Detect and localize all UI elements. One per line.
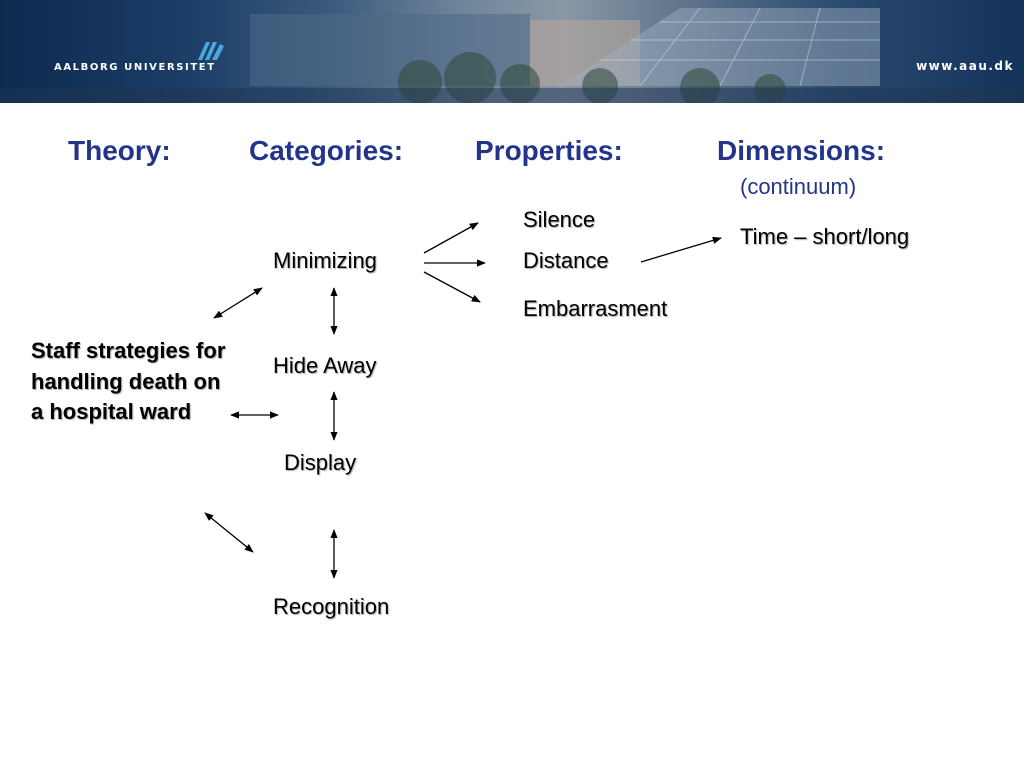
- property-silence: Silence: [523, 207, 596, 232]
- campus-photo: [0, 7, 1024, 103]
- arrow-theory-recognition: [204, 512, 254, 553]
- header-dimensions: Dimensions:: [717, 135, 886, 166]
- category-minimizing: Minimizing: [273, 248, 377, 273]
- arrow-theory-minimizing: [213, 287, 263, 319]
- dimensions-note: (continuum): [740, 174, 857, 199]
- arrow-minimizing-embarrasment: [423, 271, 481, 303]
- category-hide-away: Hide Away: [273, 353, 377, 378]
- header-theory: Theory:: [68, 135, 171, 166]
- property-distance: Distance: [523, 248, 609, 273]
- university-name: AALBORG UNIVERSITET: [54, 62, 216, 73]
- dimension-time: Time – short/long: [740, 224, 910, 249]
- header-categories: Categories:: [249, 135, 404, 166]
- theory-label: Staff strategies for handling death on a…: [31, 338, 226, 424]
- category-recognition: Recognition: [273, 594, 390, 619]
- site-url: www.aau.dk: [916, 59, 1014, 73]
- header-properties: Properties:: [475, 135, 623, 166]
- property-embarrasment: Embarrasment: [523, 296, 668, 321]
- university-logo-icon: [198, 42, 224, 60]
- arrow-distance-time: [640, 236, 722, 263]
- arrow-minimizing-silence: [423, 222, 479, 254]
- header-banner: AALBORG UNIVERSITET www.aau.dk: [0, 0, 1024, 103]
- category-display: Display: [284, 450, 357, 475]
